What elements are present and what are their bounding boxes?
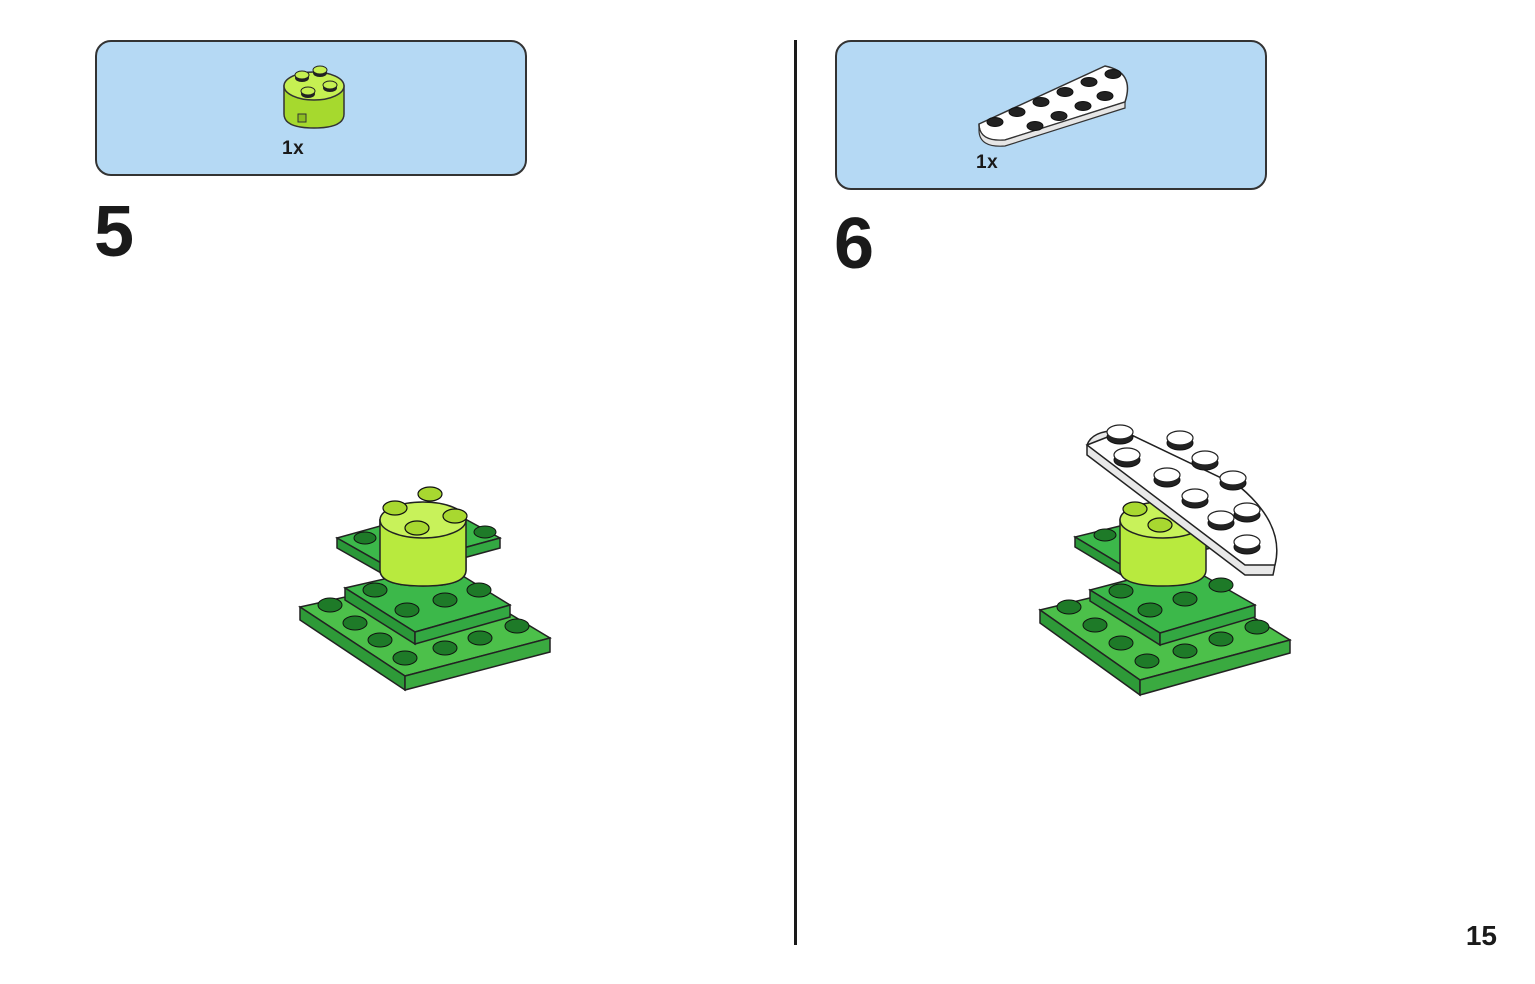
step-5-model-illustration <box>298 486 552 692</box>
step-number: 6 <box>834 204 875 284</box>
page-divider <box>794 40 797 945</box>
lime-round-brick-2x2-icon <box>283 65 345 129</box>
parts-list-box-step-6: 1x <box>835 40 1267 190</box>
step-number: 5 <box>94 192 135 272</box>
page-number: 15 <box>1465 920 1497 951</box>
white-half-round-plate-icon <box>978 65 1129 147</box>
part-quantity: 1x <box>282 138 305 159</box>
parts-list-box-step-5: 1x <box>95 40 527 176</box>
part-quantity: 1x <box>976 152 999 173</box>
step-6-model-illustration <box>1038 424 1292 697</box>
